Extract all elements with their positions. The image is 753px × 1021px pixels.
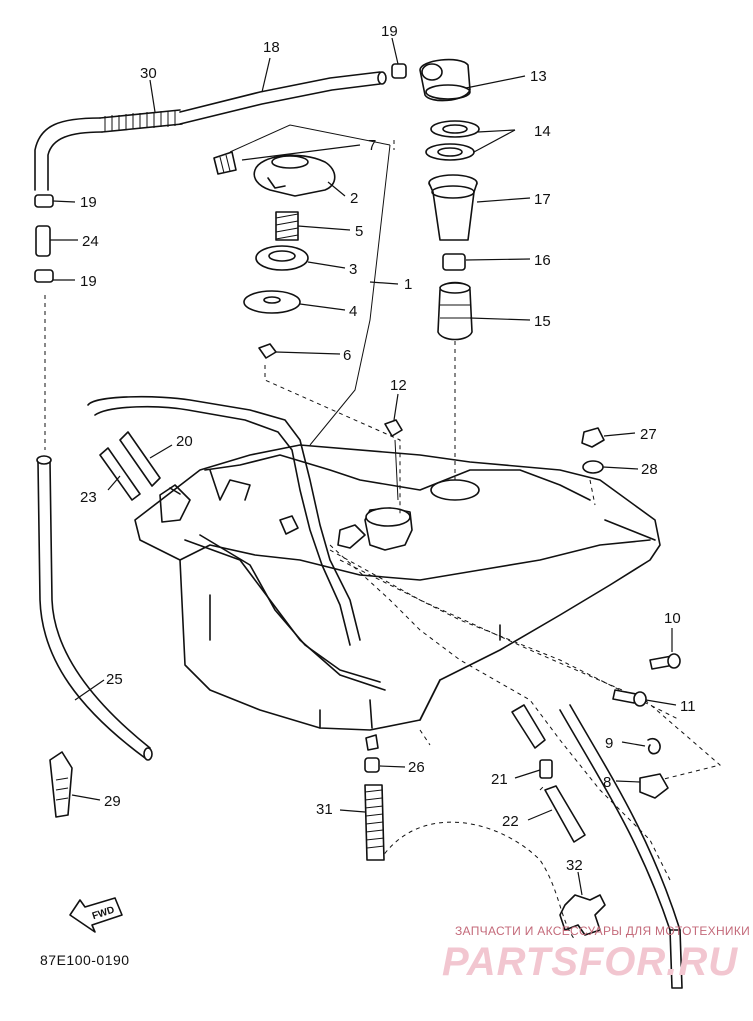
part-31-spring-hose xyxy=(364,784,385,861)
part-num-32: 32 xyxy=(566,857,583,874)
part-num-17: 17 xyxy=(534,191,551,208)
part-21-joint xyxy=(539,759,553,779)
part-num-15: 15 xyxy=(534,313,551,330)
part-num-26: 26 xyxy=(408,759,425,776)
part-11-bolt xyxy=(612,689,647,707)
part-28-grommet xyxy=(582,460,604,474)
fuel-tank xyxy=(134,444,661,731)
part-8-bracket xyxy=(639,773,669,799)
part-num-8: 8 xyxy=(603,774,611,791)
part-num-25: 25 xyxy=(106,671,123,688)
part-num-19-upper: 19 xyxy=(80,194,97,211)
part-26-clamp xyxy=(364,734,380,773)
part-12-nut xyxy=(384,419,403,437)
part-num-24: 24 xyxy=(82,233,99,250)
part-num-16: 16 xyxy=(534,252,551,269)
part-2-cap xyxy=(253,154,336,197)
part-num-4: 4 xyxy=(349,303,357,320)
part-9-clip xyxy=(647,737,661,755)
part-14-washers xyxy=(425,120,480,161)
part-num-6: 6 xyxy=(343,347,351,364)
guide-lines xyxy=(44,140,722,941)
part-3-gasket xyxy=(255,245,309,271)
part-32-clip xyxy=(559,894,606,936)
part-29-band xyxy=(49,751,73,818)
callout-leaders xyxy=(50,37,677,896)
hose-bottom-right xyxy=(559,704,683,989)
part-17-filter-cup xyxy=(428,174,478,241)
part-10-bolt xyxy=(649,653,681,670)
part-6-nut xyxy=(258,343,277,359)
part-13-fuel-cock-top xyxy=(419,58,471,102)
part-num-19-top: 19 xyxy=(381,23,398,40)
watermark-logo: PARTSFOR.RU xyxy=(442,940,739,984)
part-27-bolt xyxy=(581,427,605,448)
part-4-plate xyxy=(243,290,301,314)
hose-tank-drain xyxy=(511,704,546,749)
part-num-27: 27 xyxy=(640,426,657,443)
part-19-clamp-lower xyxy=(34,269,54,283)
part-num-10: 10 xyxy=(664,610,681,627)
part-num-7: 7 xyxy=(368,137,376,154)
part-15-filter xyxy=(437,281,473,341)
part-num-19-lower: 19 xyxy=(80,273,97,290)
watermark-tagline: ЗАПЧАСТИ И АКСЕССУАРЫ ДЛЯ МОТОТЕХНИКИ xyxy=(455,924,751,938)
assembly-lines xyxy=(229,124,399,501)
part-num-21: 21 xyxy=(491,771,508,788)
part-num-1: 1 xyxy=(404,276,412,293)
part-num-3: 3 xyxy=(349,261,357,278)
part-num-20: 20 xyxy=(176,433,193,450)
part-num-11: 11 xyxy=(680,698,696,715)
part-num-23: 23 xyxy=(80,489,97,506)
breather-pipe-outline xyxy=(87,395,361,646)
part-5-spring xyxy=(275,211,299,241)
part-num-14: 14 xyxy=(534,123,551,140)
hose-22 xyxy=(544,785,586,843)
part-number-labels: 1 2 3 4 5 6 7 8 9 10 11 12 13 14 15 16 1… xyxy=(80,23,696,874)
part-24-joint xyxy=(35,225,51,257)
part-num-31: 31 xyxy=(316,801,333,818)
part-num-9: 9 xyxy=(605,735,613,752)
diagram-code: 87E100-0190 xyxy=(40,952,130,968)
part-num-5: 5 xyxy=(355,223,363,240)
part-num-30: 30 xyxy=(140,65,157,82)
hose-30-spring xyxy=(34,109,183,191)
hose-20-23 xyxy=(99,431,161,501)
part-num-2: 2 xyxy=(350,190,358,207)
part-num-29: 29 xyxy=(104,793,121,810)
hose-25 xyxy=(36,455,153,761)
part-19-clamp-top xyxy=(391,63,407,79)
part-num-13: 13 xyxy=(530,68,547,85)
fwd-arrow: FWD xyxy=(69,897,123,933)
part-7-clip xyxy=(213,151,237,175)
part-num-22: 22 xyxy=(502,813,519,830)
hose-18 xyxy=(179,71,387,125)
part-num-28: 28 xyxy=(641,461,658,478)
part-19-clamp-upper xyxy=(34,194,54,208)
part-num-18: 18 xyxy=(263,39,280,56)
part-16-clamp xyxy=(442,253,466,271)
part-num-12: 12 xyxy=(390,377,407,394)
